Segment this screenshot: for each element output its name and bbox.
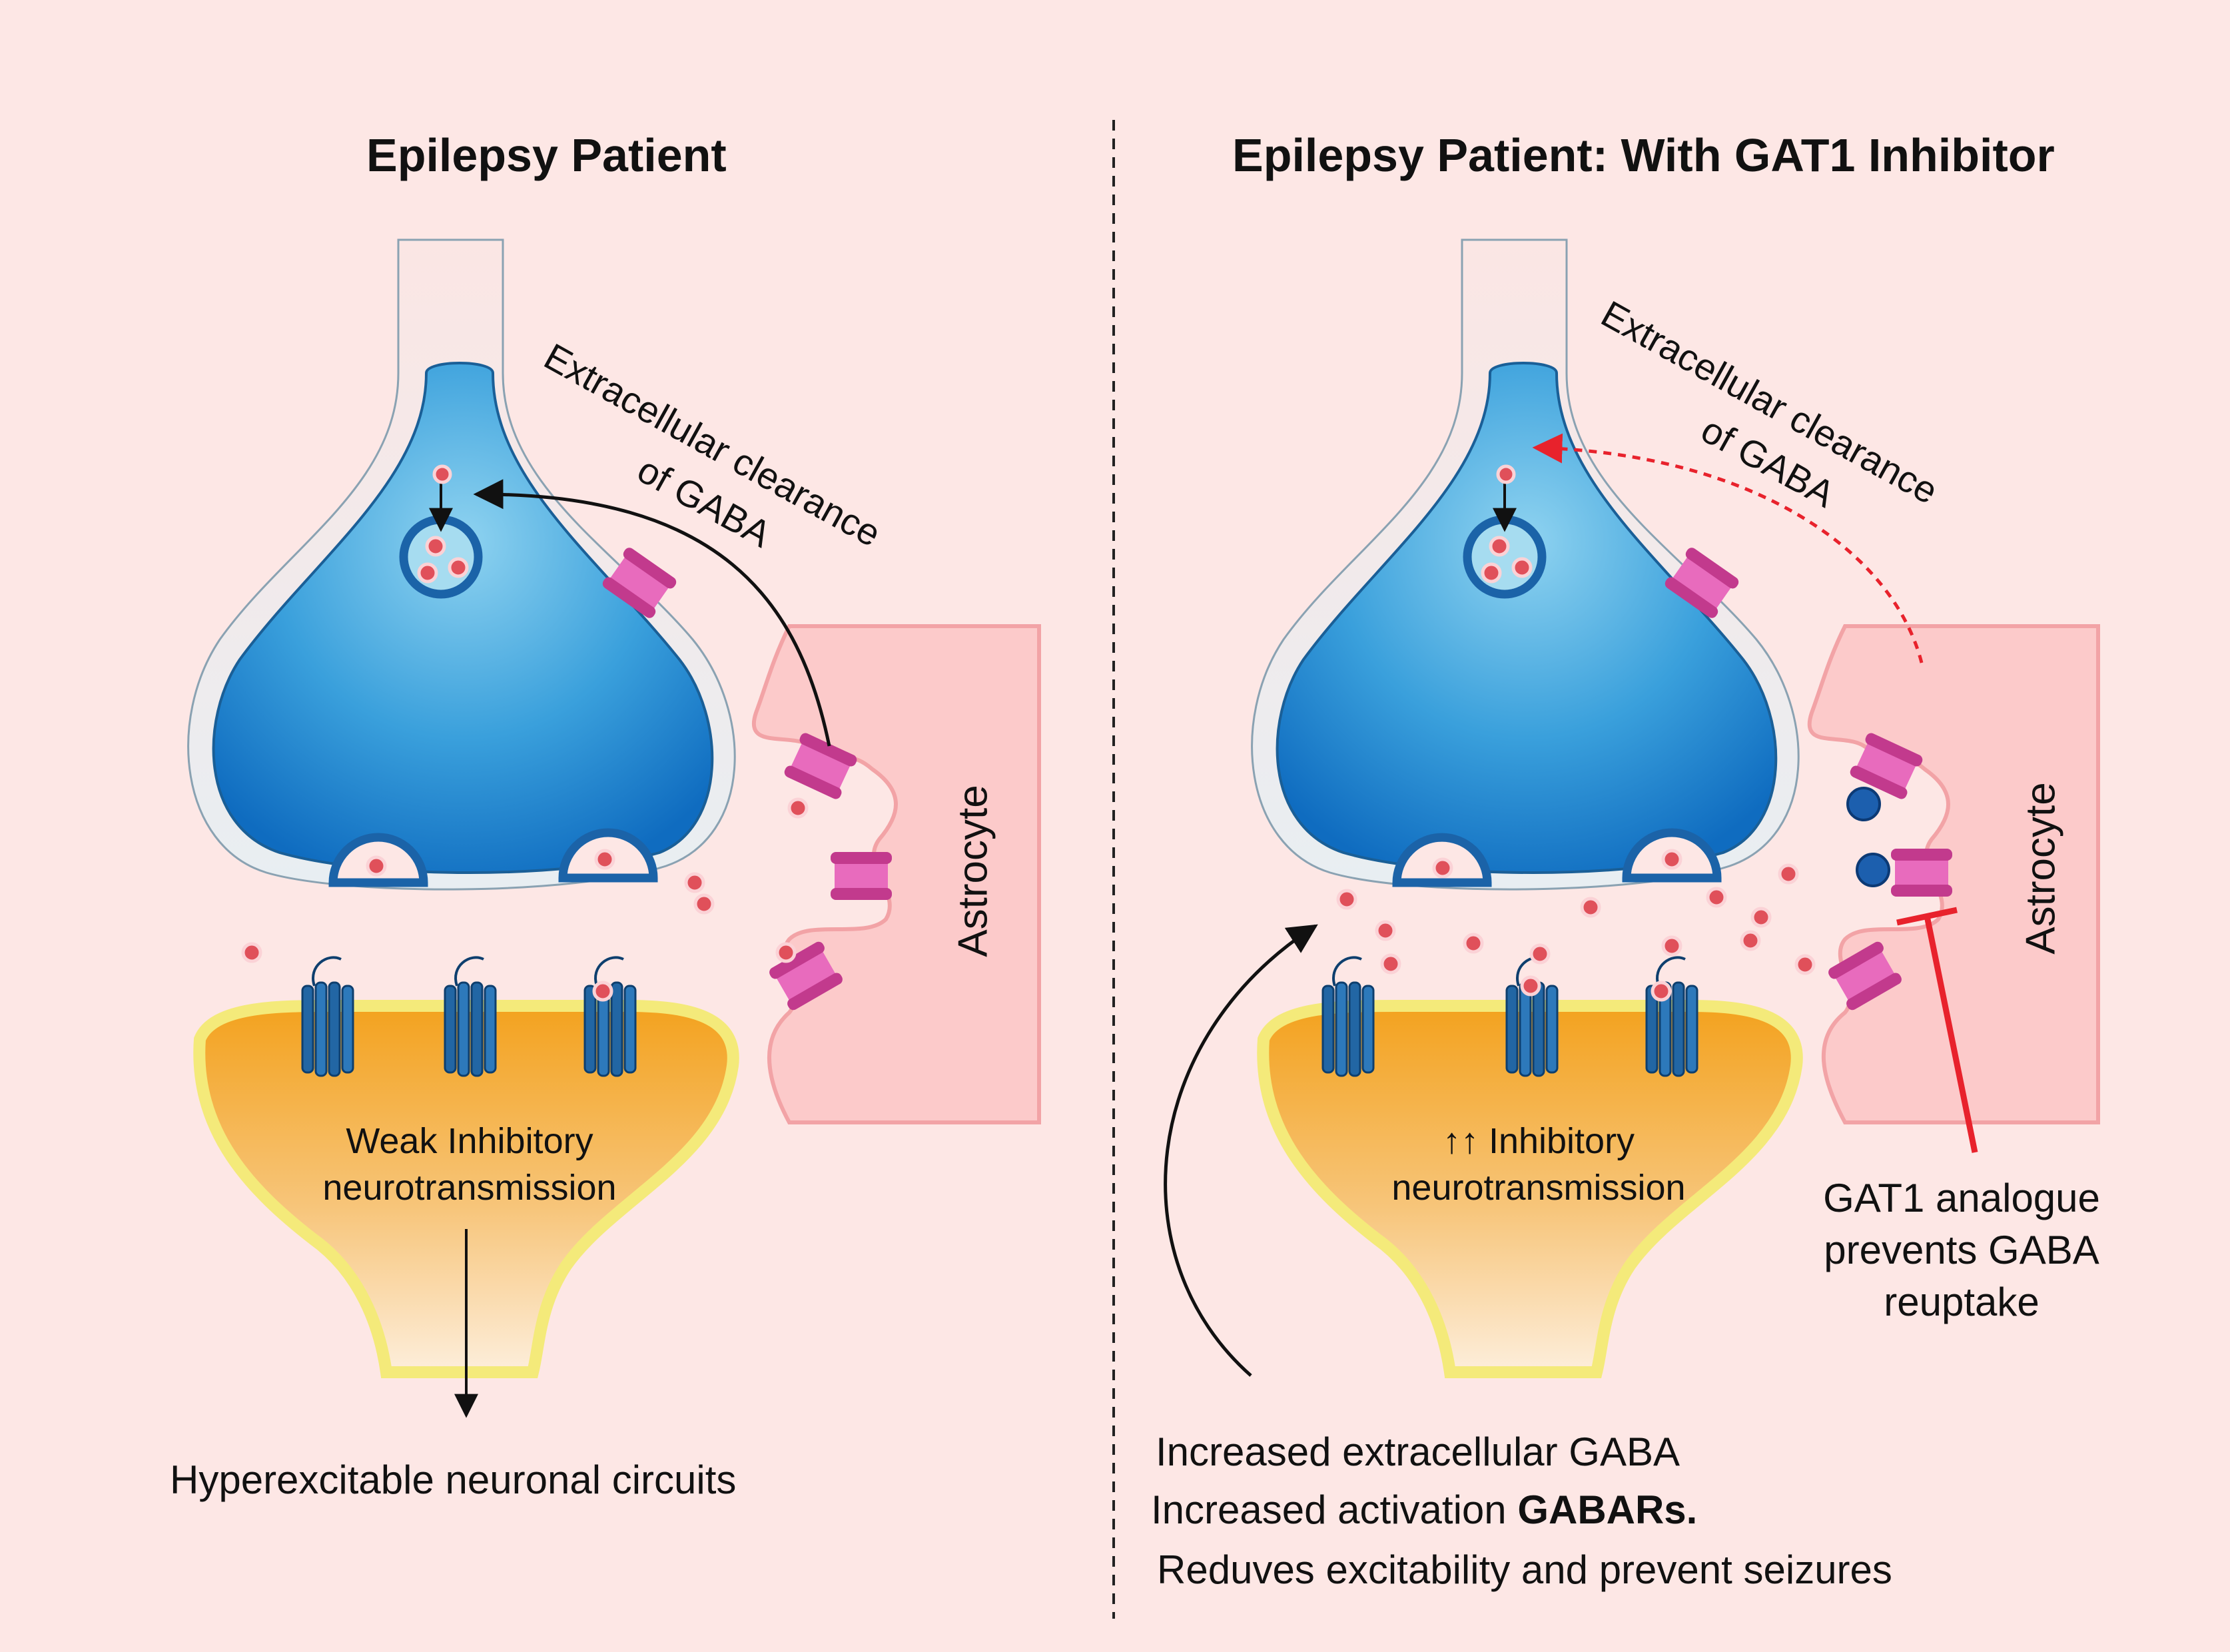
transporter-right-1 [1665,548,1739,618]
gat1-inhibitor-ball-2 [1856,853,1890,887]
inhibition-bar [1896,907,1958,926]
left-synapse [187,238,1041,1418]
effect-line-1: Increased extracellular GABA [1156,1430,1680,1474]
left-outcome-label: Hyperexcitable neuronal circuits [170,1457,737,1502]
effect-arrow-right [1164,924,1318,1377]
right-postsynaptic-line-2: neurotransmission [1391,1168,1686,1208]
transporter-right-3 [1891,849,1952,897]
left-postsynaptic-label: Weak Inhibitory neurotransmission [303,1118,636,1211]
receptor-left-2 [444,956,497,1077]
effect-line-2-bold: GABARs. [1517,1487,1698,1532]
left-postsynaptic-line-1: Weak Inhibitory [346,1121,593,1161]
transporter-left-1 [602,548,677,618]
gat1-inhibitor-ball-1 [1846,787,1881,821]
transporter-right-4 [1828,941,1902,1011]
gaba-dots-left [241,464,809,1002]
inhibitor-line-2: prevents GABA [1824,1228,2099,1272]
left-astrocyte-label: Astrocyte [950,785,996,957]
reuptake-arrow-left [473,479,831,747]
receptor-right-1 [1321,956,1375,1077]
left-panel-title: Epilepsy Patient [366,129,727,181]
blocked-reuptake-arrow-right [1532,433,1924,663]
effect-line-2: Increased activation GABARs. [1151,1487,1697,1533]
inhibitor-line-3: reuptake [1884,1280,2040,1324]
transporter-right-2 [1850,733,1923,799]
inhibitor-line-1: GAT1 analogue [1823,1176,2100,1220]
right-postsynaptic-line-1: ↑↑ Inhibitory [1442,1121,1635,1161]
gaba-dots-right [1336,464,1816,1002]
effect-line-2-prefix: Increased activation [1151,1487,1518,1532]
right-panel-title: Epilepsy Patient: With GAT1 Inhibitor [1232,129,2055,181]
vesicle-left [399,515,483,599]
receptor-left-3 [583,956,637,1077]
presynaptic-terminal-left [212,362,714,874]
right-synapse [1164,238,2100,1378]
transporter-left-2 [784,733,857,799]
transporter-left-4 [769,941,843,1011]
transporter-left-3 [831,852,892,900]
effect-line-3: Reduves excitability and prevent seizure… [1157,1547,1892,1592]
receptor-right-3 [1645,956,1698,1077]
receptor-right-2 [1505,956,1559,1077]
inhibition-line [1924,915,1978,1153]
left-postsynaptic-line-2: neurotransmission [322,1168,617,1208]
receptor-left-1 [301,956,354,1077]
vesicle-right [1463,515,1547,599]
right-astrocyte-label: Astrocyte [2018,782,2064,955]
right-postsynaptic-label: ↑↑ Inhibitory neurotransmission [1372,1118,1705,1211]
inhibitor-label: GAT1 analogue prevents GABA reuptake [1788,1172,2135,1328]
